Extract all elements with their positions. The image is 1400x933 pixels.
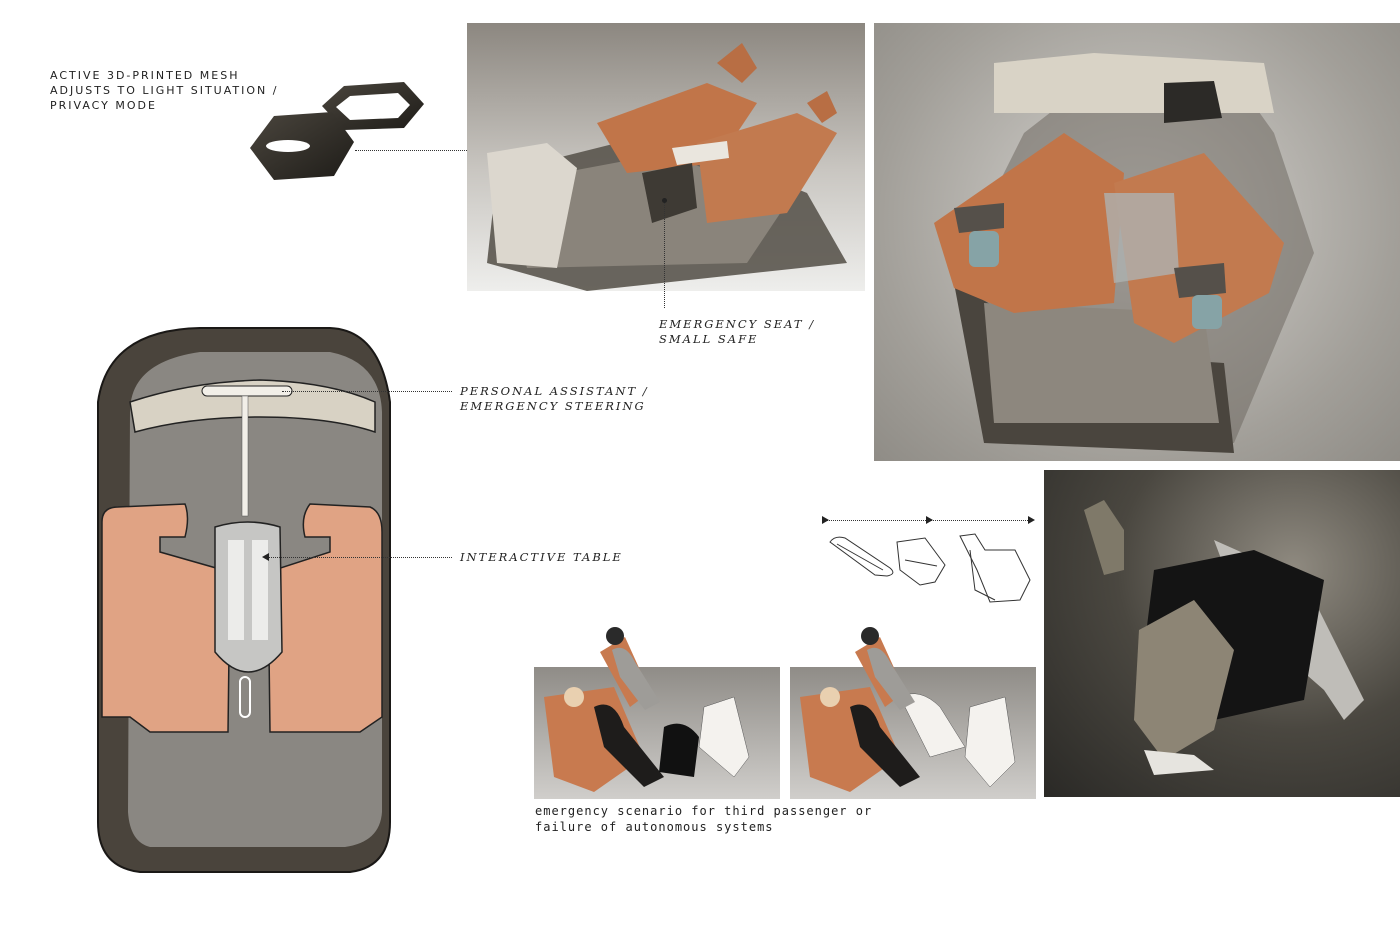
sequence-arrow-end [1028,516,1035,524]
mesh-label-line3: PRIVACY MODE [50,99,157,112]
scenario-normal-illustration [534,667,780,799]
table-label: INTERACTIVE TABLE [460,550,623,564]
control-unit-illustration [1084,500,1364,775]
scenario-caption-line2: failure of autonomous systems [535,820,774,834]
cabin-perspective-illustration [487,43,847,291]
scenario-emergency-illustration [790,667,1036,799]
assistant-label-line2: EMERGENCY STEERING [460,399,646,413]
mesh-annotation: ACTIVE 3D-PRINTED MESH ADJUSTS TO LIGHT … [50,68,278,113]
table-leader-arrow [262,553,269,561]
mesh-hexagon-closed [250,112,354,180]
fold-sequence-sketches [829,533,1031,603]
mesh-hexagon-open [322,82,424,130]
cabin-top-illustration [934,53,1314,453]
mesh-leader-line [355,150,565,151]
cabin-perspective-render [467,23,865,291]
scenario-caption: emergency scenario for third passenger o… [535,803,872,835]
mesh-swatches [250,82,424,180]
sequence-arrow-middle [926,516,933,524]
passenger-sketch-right [855,627,915,710]
cabin-top-render [874,23,1400,461]
assistant-annotation: PERSONAL ASSISTANT / EMERGENCY STEERING [460,384,649,414]
cabin-plan-view [97,327,391,873]
scenario-caption-line1: emergency scenario for third passenger o… [535,804,873,818]
scenario-normal-figures [544,687,750,792]
seat-leader-dot [662,198,667,203]
assistant-leader-line [282,391,452,392]
passenger-sketch-left [600,627,660,710]
mesh-label-line2: ADJUSTS TO LIGHT SITUATION / [50,84,279,97]
seat-leader-line [664,200,665,308]
table-leader-line [268,557,452,558]
assistant-label-line1: PERSONAL ASSISTANT / [460,384,649,398]
control-unit-render [1044,470,1400,797]
scenario-emergency-figures [800,687,1016,792]
seat-annotation: EMERGENCY SEAT / SMALL SAFE [659,317,815,347]
mesh-label-line1: ACTIVE 3D-PRINTED MESH [50,69,240,82]
seat-label-line2: SMALL SAFE [659,332,759,346]
sequence-arrow-start [822,516,829,524]
seat-label-line1: EMERGENCY SEAT / [659,317,816,331]
